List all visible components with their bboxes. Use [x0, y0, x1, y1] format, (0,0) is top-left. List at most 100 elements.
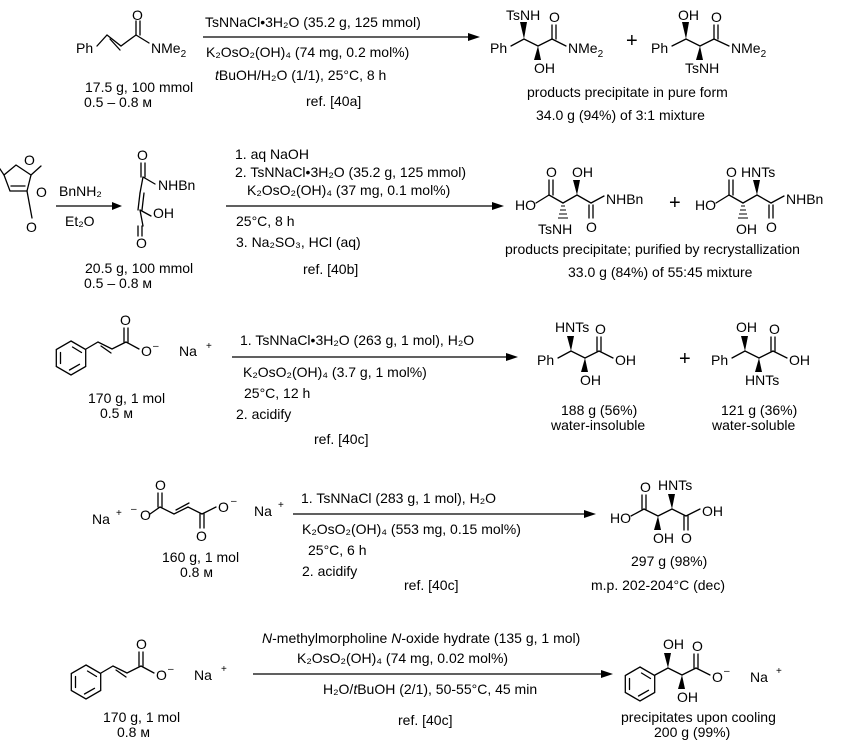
carbonyl-oxygen: O	[692, 638, 703, 654]
r5-yield: 200 g (99%)	[654, 724, 730, 740]
sodium-label: Na	[254, 503, 272, 519]
r3-reference: ref. [40c]	[314, 431, 368, 447]
positive-charge: +	[116, 508, 122, 519]
phenyl-label: Ph	[76, 40, 93, 56]
r4-sm-amount: 160 g, 1 mol	[162, 549, 239, 565]
tosylamino-label: TsNH	[685, 60, 719, 76]
nhbn-label: NHBn	[606, 191, 643, 207]
r2-product-b: HO O OH HNTs O NHBn	[695, 164, 823, 237]
r3-product-a-yield: 188 g (56%)	[561, 402, 637, 418]
negative-charge: –	[131, 504, 137, 515]
r5-catalyst: K₂OsO₂(OH)₄ (74 mg, 0.02 mol%)	[297, 650, 508, 666]
r1-product-a: Ph TsNH OH O NMe2	[490, 7, 604, 76]
r1-wedge	[520, 22, 527, 39]
positive-charge: +	[221, 664, 227, 675]
r5-sm-amount: 170 g, 1 mol	[103, 709, 180, 725]
r5-note: precipitates upon cooling	[621, 709, 776, 725]
r3-sm-concentration: 0.5 м	[100, 405, 133, 421]
r1-sm-concentration: 0.5 – 0.8 м	[84, 94, 152, 110]
sodium-cinnamate: O O – Na +	[70, 636, 227, 700]
tosylamino-label: HNTs	[745, 372, 779, 388]
r3-step-1-conditions: 25°C, 12 h	[244, 385, 310, 401]
r1-reference: ref. [40a]	[306, 93, 361, 109]
r1-product-b: Ph OH TsNH O NMe2	[651, 7, 767, 76]
sodium-label: Na	[750, 669, 768, 685]
carbonyl-oxygen: O	[155, 477, 166, 493]
carbonyl-oxygen: O	[546, 164, 557, 180]
r2-hashed-bond	[558, 205, 568, 219]
r5-product: OH OH O O – Na +	[624, 636, 782, 705]
r4-product: HO O OH HNTs O OH	[610, 477, 723, 546]
reaction-1: Ph O NMe2 17.5 g, 100 mmol 0.5 – 0.8 м T…	[76, 7, 767, 123]
r3-step-1: 1. TsNNaCl•3H₂O (263 g, 1 mol), H₂O	[240, 332, 474, 348]
r2-step-1: 1. aq NaOH	[235, 146, 309, 162]
carbonyl-oxygen: O	[711, 9, 722, 25]
r1-starting-material: Ph O NMe2 17.5 g, 100 mmol 0.5 – 0.8 м	[76, 7, 193, 110]
carboxylate-oxygen: O	[140, 507, 151, 523]
carbonyl-oxygen: O	[132, 7, 143, 23]
positive-charge: +	[278, 500, 284, 511]
carbonyl-oxygen: O	[595, 321, 606, 337]
r4-step-2: 2. acidify	[302, 563, 357, 579]
r5-conditions: H₂O/tBuOH (2/1), 50-55°C, 45 min	[323, 681, 537, 697]
tosylamino-label: HNTs	[741, 164, 775, 180]
sodium-label: Na	[194, 667, 212, 683]
r1-conditions: tBuOH/H₂O (1/1), 25°C, 8 h	[215, 67, 386, 83]
sodium-label: Na	[179, 343, 197, 359]
tosylamino-label: HNTs	[555, 319, 589, 335]
carbonyl-oxygen: O	[586, 219, 597, 235]
hydroxyl-label: OH	[653, 530, 674, 546]
ho-label: HO	[695, 197, 716, 213]
r2-amine-reagent: BnNH₂	[59, 183, 102, 199]
r3-product-b-note: water-soluble	[711, 417, 795, 433]
r5-reagent-nmo: N-methylmorpholine N-oxide hydrate (135 …	[262, 630, 580, 646]
nhbn-label: NHBn	[158, 177, 195, 193]
carboxylate-oxygen: O	[141, 343, 152, 359]
carbonyl-oxygen: O	[549, 9, 560, 25]
carbonyl-oxygen: O	[681, 530, 692, 546]
reaction-3: O O – Na + 170 g, 1 mol 0.5 м 1. TsNNaCl…	[55, 312, 810, 447]
negative-charge: –	[724, 666, 730, 677]
hydroxyl-label: OH	[702, 503, 723, 519]
positive-charge: +	[206, 341, 212, 352]
carbonyl-oxygen: O	[24, 152, 35, 168]
r5-sm-concentration: 0.8 м	[117, 724, 150, 740]
positive-charge: +	[776, 666, 782, 677]
hydroxyl-label: OH	[677, 689, 698, 705]
hydroxyl-label: OH	[736, 221, 757, 237]
phenyl-label: Ph	[711, 352, 728, 368]
phenyl-label: Ph	[651, 40, 668, 56]
carbonyl-oxygen: O	[640, 479, 651, 495]
nhbn-label: NHBn	[786, 191, 823, 207]
r4-melting-point: m.p. 202-204°C (dec)	[591, 577, 725, 593]
r2-reference: ref. [40b]	[303, 261, 358, 277]
carbonyl-oxygen: O	[136, 235, 147, 251]
r2-step-3: 3. Na₂SO₃, HCl (aq)	[236, 234, 361, 250]
r2-step-2-conditions: 25°C, 8 h	[236, 213, 295, 229]
dimethylamino-label: NMe2	[568, 40, 604, 60]
tosylamino-label: TsNH	[538, 221, 572, 237]
carbonyl-oxygen: O	[136, 636, 147, 652]
r1-yield: 34.0 g (94%) of 3:1 mixture	[536, 107, 705, 123]
r2-product-a: HO O TsNH OH O NHBn	[515, 164, 643, 237]
reaction-5: O O – Na + 170 g, 1 mol 0.8 м N-methylmo…	[70, 630, 782, 740]
carbonyl-oxygen: O	[137, 147, 148, 163]
r4-step-1-conditions: 25°C, 6 h	[308, 542, 367, 558]
plus-sign: +	[669, 192, 681, 214]
maleamic-acid: O NHBn OH O	[136, 147, 195, 251]
dimethylamino-label: NMe2	[151, 40, 187, 60]
r3-product-a: Ph HNTs OH O OH	[537, 319, 636, 388]
maleic-anhydride: O O O	[0, 152, 47, 235]
hydroxyl-label: OH	[678, 7, 699, 23]
r2-hashed-bond	[738, 205, 748, 219]
carbonyl-oxygen: O	[769, 321, 780, 337]
hydroxyl-label: OH	[534, 60, 555, 76]
r2-step-2: 2. TsNNaCl•3H₂O (35.2 g, 125 mmol)	[235, 164, 466, 180]
hydroxyl-label: OH	[663, 636, 684, 652]
r1-catalyst: K₂OsO₂(OH)₄ (74 mg, 0.2 mol%)	[206, 44, 409, 60]
negative-charge: –	[231, 496, 237, 507]
hydroxyl-label: OH	[153, 205, 174, 221]
hydroxyl-label: OH	[572, 164, 593, 180]
r4-step-1: 1. TsNNaCl (283 g, 1 mol), H₂O	[301, 490, 496, 506]
